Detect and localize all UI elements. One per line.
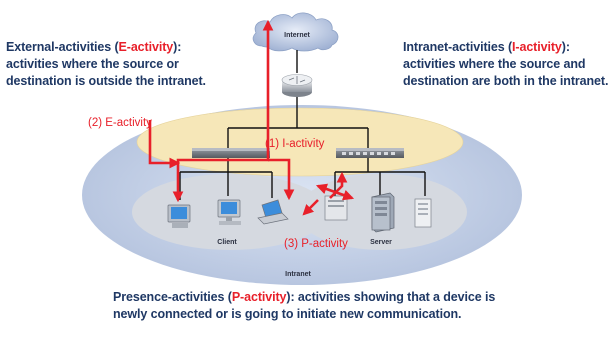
i-activity-label: (1) I-activity bbox=[265, 138, 325, 150]
external-caption-prefix: External-activities ( bbox=[6, 40, 119, 54]
external-activities-caption: External-activities (E-activity): activi… bbox=[6, 39, 236, 90]
internet-label: Internet bbox=[284, 32, 310, 39]
client-desktop-icon bbox=[167, 204, 191, 228]
presence-caption-line2: newly connected or is going to initiate … bbox=[113, 307, 462, 321]
intranet-caption-keyword: activities bbox=[403, 57, 456, 71]
intranet-caption-line3: destination are both in the intranet. bbox=[403, 74, 609, 88]
external-caption-suffix: ): bbox=[173, 40, 182, 54]
e-activity-arrows bbox=[148, 19, 295, 203]
intranet-caption-suffix: ): bbox=[561, 40, 570, 54]
intranet-caption-line1: Intranet-activities (I-activity): bbox=[403, 39, 609, 56]
server-small-icon bbox=[324, 195, 348, 221]
intranet-label: Intranet bbox=[285, 271, 311, 278]
external-caption-rest: where the source or bbox=[58, 57, 179, 71]
client-label: Client bbox=[217, 239, 237, 246]
router-icon bbox=[281, 74, 313, 97]
intranet-caption-prefix: Intranet-activities ( bbox=[403, 40, 513, 54]
p-activity-arrows bbox=[302, 171, 355, 216]
intranet-activities-caption: Intranet-activities (I-activity): activi… bbox=[403, 39, 609, 90]
server-tower-icon bbox=[371, 192, 395, 233]
server-white-icon bbox=[414, 198, 432, 228]
presence-caption-suffix: ): bbox=[286, 290, 298, 304]
external-caption-term: E-activity bbox=[118, 40, 174, 54]
presence-caption-rest: showing that a device is bbox=[350, 290, 496, 304]
external-caption-line3: destination is outside the intranet. bbox=[6, 74, 206, 88]
external-caption-keyword: activities bbox=[6, 57, 59, 71]
external-caption-line2: activities where the source or bbox=[6, 56, 236, 73]
external-caption-line1: External-activities (E-activity): bbox=[6, 39, 236, 56]
p-activity-label: (3) P-activity bbox=[284, 238, 348, 250]
server-label: Server bbox=[370, 239, 392, 246]
e-activity-label: (2) E-activity bbox=[88, 117, 152, 129]
internet-cloud: Internet bbox=[252, 12, 339, 52]
presence-caption-line1: Presence-activities (P-activity): activi… bbox=[113, 289, 513, 306]
presence-activities-caption: Presence-activities (P-activity): activi… bbox=[113, 289, 513, 323]
intranet-caption-term: I-activity bbox=[512, 40, 562, 54]
presence-caption-prefix: Presence-activities ( bbox=[113, 290, 232, 304]
presence-caption-term: P-activity bbox=[231, 290, 287, 304]
client-laptop-icon bbox=[257, 199, 289, 225]
presence-caption-keyword: activities bbox=[297, 290, 351, 304]
intranet-caption-rest: where the source and bbox=[455, 57, 586, 71]
intranet-caption-line2: activities where the source and bbox=[403, 56, 609, 73]
switch-left-icon bbox=[192, 148, 270, 158]
client-monitor-icon bbox=[217, 199, 241, 225]
switch-right-icon bbox=[336, 148, 404, 158]
